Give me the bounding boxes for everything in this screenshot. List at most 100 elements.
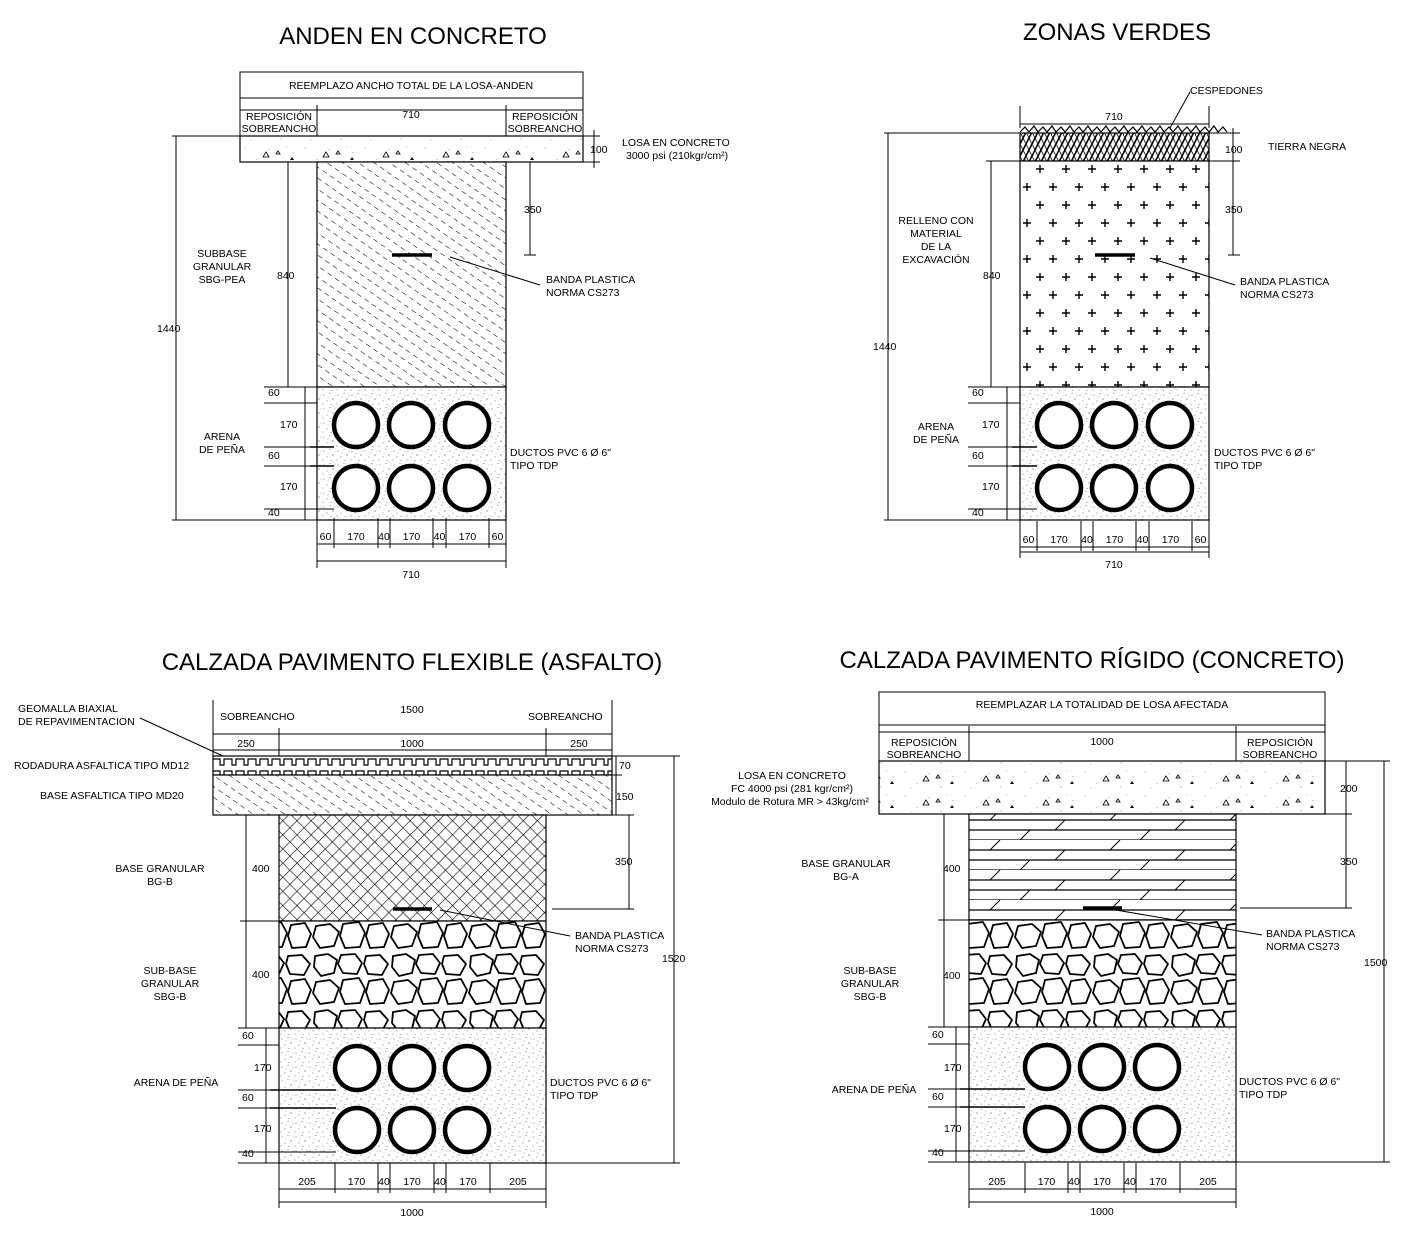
rig-repos-right: REPOSICIÓN — [1247, 736, 1313, 749]
flex-sbg-2: GRANULAR — [141, 978, 200, 990]
anden-bottom-dims-label: 170 — [403, 531, 421, 543]
verdes-v40: 40 — [972, 507, 984, 519]
verdes-arena-1: ARENA — [918, 421, 954, 433]
anden-title: ANDEN EN CONCRETO — [279, 23, 547, 50]
rig-bottom-dims-label: 205 — [988, 1176, 1006, 1188]
verdes-banda-1: BANDA PLASTICA — [1240, 276, 1329, 288]
rig-arena: ARENA DE PEÑA — [832, 1083, 917, 1096]
verdes-bottom-dims-label: 60 — [1195, 534, 1207, 546]
rig-bottom-dims-label: 170 — [1038, 1176, 1056, 1188]
rig-repos-left: REPOSICIÓN — [891, 736, 957, 749]
rig-wbottom: 1000 — [1090, 1206, 1114, 1218]
flex-sbg-1: SUB-BASE — [143, 965, 196, 977]
rig-losa-3: Modulo de Rotura MR > 43kg/cm² — [711, 796, 869, 808]
rig-losa-2: FC 4000 psi (281 kgr/cm²) — [731, 783, 853, 795]
section-rigido: CALZADA PAVIMENTO RÍGIDO (CONCRETO) REEM… — [711, 647, 1390, 1218]
flexible-title: CALZADA PAVIMENTO FLEXIBLE (ASFALTO) — [162, 649, 663, 676]
flex-wbottom: 1000 — [400, 1207, 424, 1219]
flex-bottom-dims-label: 40 — [434, 1176, 446, 1188]
rig-v170b: 170 — [944, 1123, 962, 1135]
flex-bg-1: BASE GRANULAR — [115, 863, 205, 875]
flex-v40: 40 — [242, 1148, 254, 1160]
verdes-bottom-dims-label: 170 — [1162, 534, 1180, 546]
anden-sobre-right: SOBREANCHO — [508, 123, 583, 135]
verdes-rell-1: RELLENO CON — [898, 215, 973, 227]
anden-sub-3: SBG-PEA — [199, 274, 246, 286]
flex-w250-left: 250 — [237, 738, 255, 750]
anden-d840: 840 — [277, 270, 295, 282]
flex-arena: ARENA DE PEÑA — [134, 1076, 219, 1089]
verdes-d840: 840 — [983, 270, 1001, 282]
flex-sbg-3: SBG-B — [154, 991, 187, 1003]
rig-banda-1: BANDA PLASTICA — [1266, 928, 1355, 940]
verdes-banda-2: NORMA CS273 — [1240, 289, 1314, 301]
verdes-ductos-1: DUCTOS PVC 6 Ø 6" — [1214, 447, 1315, 459]
rig-ductos-1: DUCTOS PVC 6 Ø 6" — [1239, 1076, 1340, 1088]
flex-ductos-1: DUCTOS PVC 6 Ø 6" — [550, 1077, 651, 1089]
section-anden: ANDEN EN CONCRETO REEMPLAZO ANCHO TOTAL … — [157, 23, 730, 581]
anden-width-710: 710 — [402, 109, 420, 121]
anden-bottom-dims-label: 40 — [434, 531, 446, 543]
verdes-v170b: 170 — [982, 481, 1000, 493]
verdes-v170a: 170 — [982, 419, 1000, 431]
rig-ducts — [1022, 1042, 1182, 1154]
section-flexible: CALZADA PAVIMENTO FLEXIBLE (ASFALTO) GEO… — [14, 649, 686, 1219]
anden-v170a: 170 — [280, 419, 298, 431]
rig-sobre-left: SOBREANCHO — [887, 749, 962, 761]
rig-banda-2: NORMA CS273 — [1266, 941, 1340, 953]
flex-d350: 350 — [615, 856, 633, 868]
flex-banda-1: BANDA PLASTICA — [575, 930, 664, 942]
flex-d1520: 1520 — [662, 953, 686, 965]
flex-v170b: 170 — [254, 1123, 272, 1135]
flex-geo-2: DE REPAVIMENTACION — [18, 716, 135, 728]
rig-ductos-2: TIPO TDP — [1239, 1089, 1287, 1101]
anden-sobre-left: SOBREANCHO — [242, 123, 317, 135]
anden-bottom-dims-label: 170 — [459, 531, 477, 543]
rig-v60a: 60 — [932, 1029, 944, 1041]
rig-bottom-dims-label: 40 — [1068, 1176, 1080, 1188]
verdes-bottom-dims-label: 40 — [1137, 534, 1149, 546]
rig-d350: 350 — [1340, 856, 1358, 868]
verdes-d1440: 1440 — [873, 341, 897, 353]
rig-sbg-3: SBG-B — [854, 991, 887, 1003]
verdes-wbottom: 710 — [1105, 559, 1123, 571]
anden-d350: 350 — [524, 204, 542, 216]
flex-d150: 150 — [616, 791, 634, 803]
verdes-bottom-dims-label: 40 — [1081, 534, 1093, 546]
verdes-title: ZONAS VERDES — [1023, 19, 1211, 46]
verdes-w710: 710 — [1105, 111, 1123, 123]
verdes-rell-3: DE LA — [921, 241, 951, 253]
rig-losa-1: LOSA EN CONCRETO — [738, 770, 846, 782]
verdes-v60b: 60 — [972, 450, 984, 462]
anden-losa-2: 3000 psi (210kgr/cm²) — [626, 150, 728, 162]
anden-bottom-dims-label: 60 — [320, 531, 332, 543]
flex-rod: RODADURA ASFALTICA TIPO MD12 — [14, 760, 189, 772]
flex-ductos-2: TIPO TDP — [550, 1090, 598, 1102]
verdes-d100: 100 — [1225, 144, 1243, 156]
anden-top-note: REEMPLAZO ANCHO TOTAL DE LA LOSA-ANDEN — [289, 80, 533, 92]
verdes-bottom-dims-label: 60 — [1023, 534, 1035, 546]
rig-d400b: 400 — [943, 970, 961, 982]
flex-bottom-dims-label: 40 — [378, 1176, 390, 1188]
verdes-rell-2: MATERIAL — [910, 228, 962, 240]
flex-ducts — [332, 1043, 492, 1155]
flex-d400b: 400 — [252, 969, 270, 981]
anden-d100: 100 — [590, 144, 608, 156]
rig-bottom-dims-label: 40 — [1124, 1176, 1136, 1188]
anden-arena-2: DE PEÑA — [199, 443, 245, 456]
rig-v40: 40 — [932, 1147, 944, 1159]
rig-w1000: 1000 — [1090, 736, 1114, 748]
verdes-bottom-dims-label: 170 — [1050, 534, 1068, 546]
flex-bottom-dims-label: 170 — [403, 1176, 421, 1188]
rig-d200: 200 — [1340, 783, 1358, 795]
verdes-ductos-2: TIPO TDP — [1214, 460, 1262, 472]
flex-base-asf: BASE ASFALTICA TIPO MD20 — [40, 790, 184, 802]
flex-bg-2: BG-B — [147, 876, 173, 888]
anden-repos-right: REPOSICIÓN — [512, 110, 578, 123]
verdes-ducts — [1034, 400, 1195, 513]
rig-bottom-dims-label: 170 — [1093, 1176, 1111, 1188]
